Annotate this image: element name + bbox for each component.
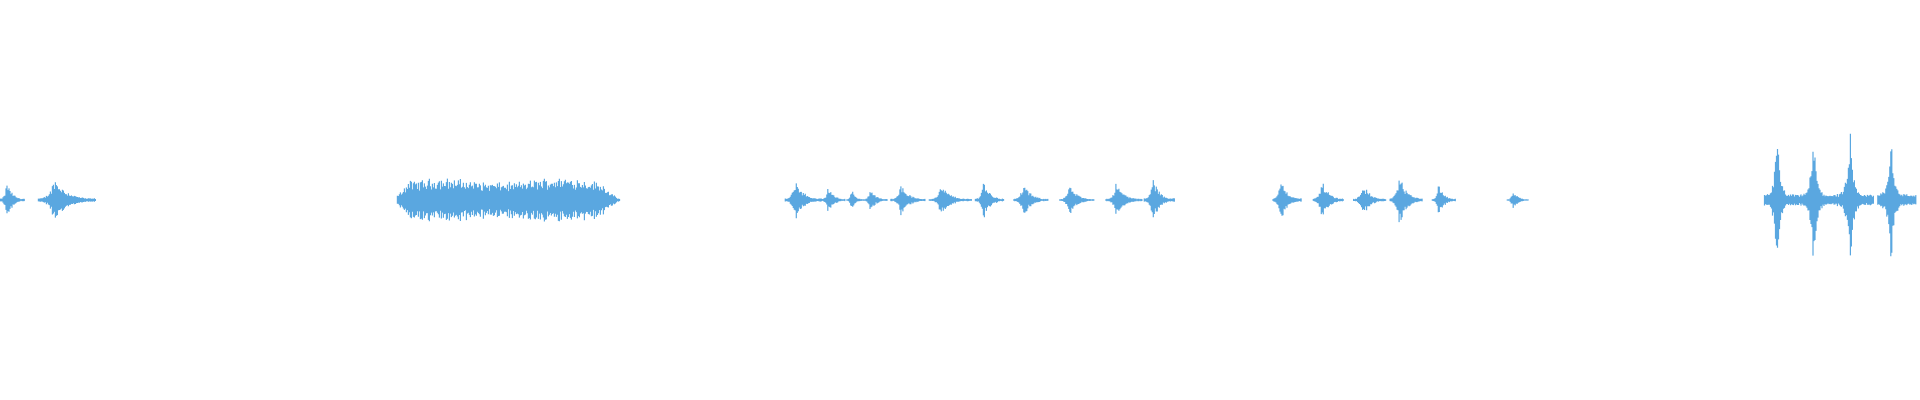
waveform-segment-path (890, 186, 926, 216)
waveform-segment (1506, 193, 1529, 208)
waveform-segment-path (1877, 149, 1917, 257)
waveform-segment (1105, 183, 1143, 214)
waveform-segment-path (1272, 184, 1302, 216)
waveform-segment-path (1836, 133, 1874, 256)
waveform-segment-path (1800, 151, 1838, 256)
waveform-segment (396, 178, 621, 222)
waveform-segment (974, 183, 1005, 218)
waveform-segment-path (0, 185, 25, 214)
waveform-segment-path (1105, 183, 1143, 214)
waveform-segment (1431, 186, 1456, 213)
waveform-segment-path (821, 189, 846, 211)
waveform-segment (846, 191, 865, 207)
waveform-segment-path (784, 183, 822, 219)
waveform-segment (1272, 184, 1302, 216)
waveform-segment (863, 192, 888, 209)
waveform-segment (784, 183, 822, 219)
waveform-segment (1877, 149, 1917, 257)
waveform-segment (1763, 149, 1802, 248)
waveform-segment (1143, 180, 1175, 218)
waveform-segment (37, 182, 96, 218)
waveform-segment-path (1763, 149, 1802, 248)
waveform-segment (928, 189, 972, 212)
waveform-segment (1836, 133, 1874, 256)
waveform-segment-path (928, 189, 972, 212)
waveform-segment-path (1143, 180, 1175, 218)
waveform-segment (1353, 189, 1387, 211)
waveform-segment-path (1389, 180, 1423, 223)
waveform-segment (821, 189, 846, 211)
waveform-segment-path (1431, 186, 1456, 213)
waveform-segment (0, 185, 25, 214)
waveform-segment (1013, 187, 1049, 213)
waveform-segment-path (1013, 187, 1049, 213)
waveform-segment-path (1312, 183, 1344, 215)
waveform-segment (1059, 187, 1095, 213)
waveform-segment-path (1353, 189, 1387, 211)
waveform-segment-path (1059, 187, 1095, 213)
waveform-segment (1389, 180, 1423, 223)
waveform-segment-path (396, 178, 621, 222)
waveform-segment (890, 186, 926, 216)
waveform-segment (1800, 151, 1838, 256)
waveform-segment-path (863, 192, 888, 209)
waveform-segment-path (846, 191, 865, 207)
waveform-segment (1312, 183, 1344, 215)
waveform-segment-path (37, 182, 96, 218)
waveform-segment-path (974, 183, 1005, 218)
waveform-segment-path (1506, 193, 1529, 208)
